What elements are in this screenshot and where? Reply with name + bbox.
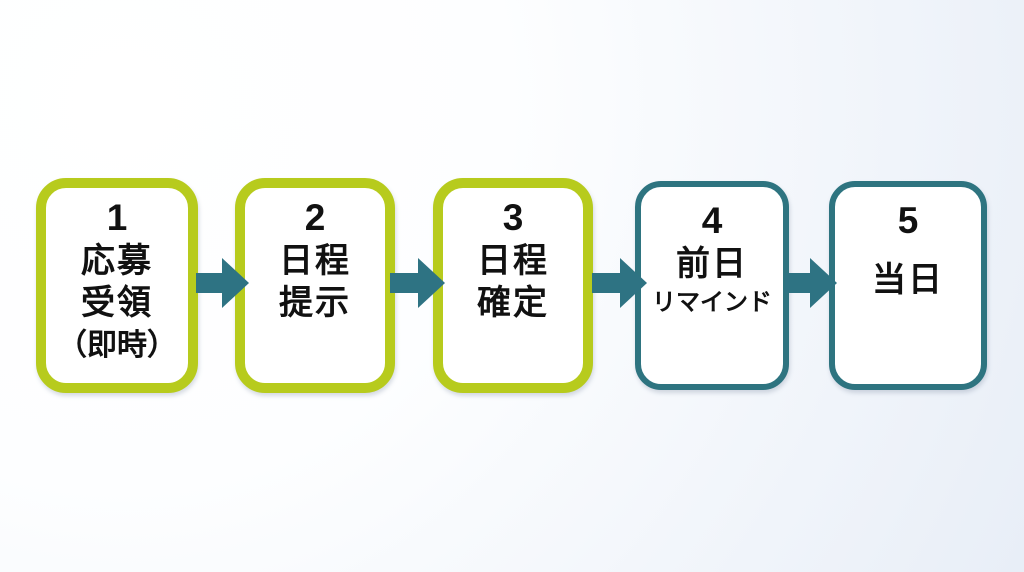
arrow-right-icon: [390, 258, 445, 308]
step-number: 1: [106, 197, 128, 238]
arrow-stem: [390, 273, 419, 293]
arrow-stem: [592, 273, 621, 293]
step-label-line: 受領: [81, 284, 153, 322]
step-label-line: リマインド: [652, 289, 772, 316]
step-box-4: 4 前日 リマインド: [635, 181, 789, 390]
arrow-head: [810, 258, 837, 308]
step-box-5: 5 当日: [829, 181, 987, 390]
arrow-head: [418, 258, 445, 308]
step-box-2: 2 日程 提示: [235, 178, 395, 393]
step-number: 3: [502, 197, 524, 238]
step-box-1: 1 応募 受領 （即時）: [36, 178, 198, 393]
arrow-right-icon: [196, 258, 249, 308]
arrow-right-icon: [785, 258, 837, 308]
arrow-stem: [196, 273, 223, 293]
arrow-right-icon: [592, 258, 647, 308]
step-label-line: 提示: [279, 284, 351, 322]
step-label-line: 応募: [81, 242, 153, 280]
arrow-stem: [785, 273, 811, 293]
step-label-line: 日程: [477, 242, 549, 280]
step-label-line: 日程: [279, 242, 351, 280]
arrow-head: [222, 258, 249, 308]
step-number: 4: [701, 200, 723, 241]
step-label-line: 確定: [477, 284, 549, 322]
step-number: 5: [897, 200, 919, 241]
step-label-line: 前日: [676, 245, 748, 283]
arrow-head: [620, 258, 647, 308]
step-box-3: 3 日程 確定: [433, 178, 593, 393]
step-label-line: 当日: [872, 261, 944, 299]
step-label-line: （即時）: [57, 329, 177, 362]
step-number: 2: [304, 197, 326, 238]
